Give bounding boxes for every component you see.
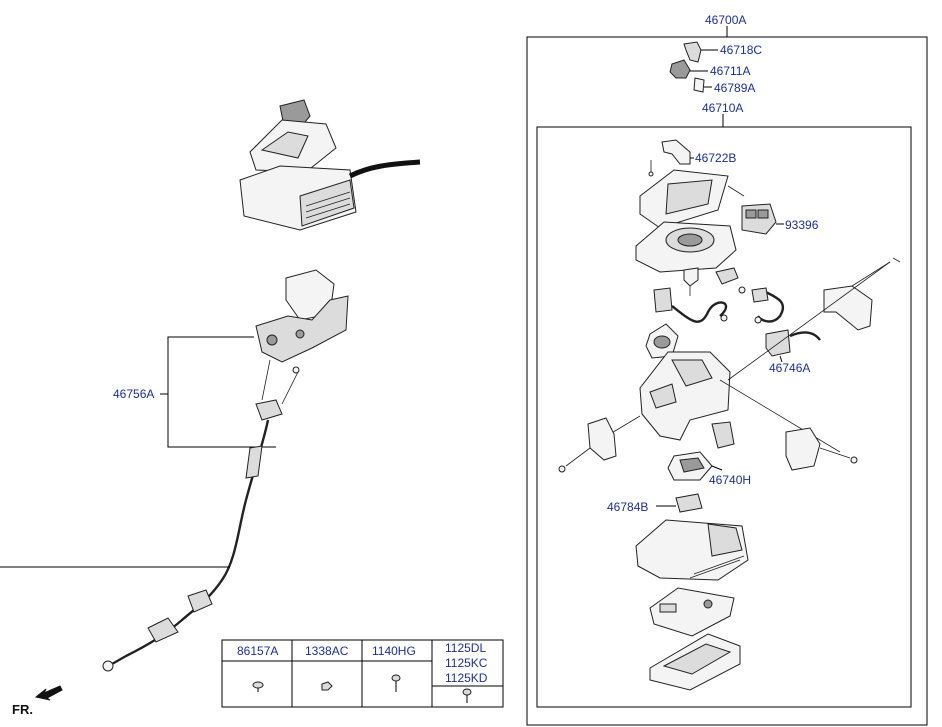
indicator-panel-part [639, 169, 745, 229]
connector-part [656, 493, 703, 513]
label-46756A: 46756A [113, 387, 154, 401]
label-46740H: 46740H [709, 473, 751, 487]
label-93396: 93396 [785, 218, 819, 232]
pcb-board-part [649, 587, 735, 637]
label-46711A: 46711A [710, 64, 750, 78]
switch-unit-part [741, 203, 784, 235]
harness-bracket-part [765, 329, 821, 363]
label-46700A: 46700A [705, 13, 746, 27]
table-header-3: 1140HG [372, 644, 416, 658]
knob-cover-part [683, 41, 718, 63]
assembly-frame-inner [536, 126, 912, 708]
fastener-1140HG-icon [391, 674, 401, 692]
wiring-harness-part [653, 287, 785, 324]
left-cover-part [558, 417, 617, 473]
label-46710A: 46710A [702, 101, 743, 115]
label-46746A: 46746A [769, 361, 810, 375]
shifter-assembly-part [239, 99, 357, 231]
label-46722B: 46722B [695, 151, 736, 165]
shift-cable-part [102, 359, 300, 672]
connector-clip-parts [715, 267, 746, 294]
front-direction-arrow-icon [34, 685, 63, 701]
lock-unit-part [667, 421, 735, 481]
table-header-4a: 1125DL [445, 641, 486, 655]
control-module-part [635, 519, 749, 581]
label-46789A: 46789A [714, 81, 755, 95]
bottom-cover-part [649, 633, 741, 691]
boot-bracket-part [661, 139, 694, 165]
knob-spring-part [693, 77, 712, 93]
fastener-86157A-icon [252, 681, 264, 692]
fastener-1125-icon [462, 688, 472, 703]
label-46718C: 46718C [720, 43, 762, 57]
table-header-1: 86157A [237, 644, 278, 658]
right-cover-part [823, 257, 901, 331]
knob-button-part [669, 59, 708, 79]
cable-bracket-part [255, 269, 349, 363]
right-bracket-part [785, 427, 858, 471]
shift-cable-upper [348, 159, 421, 179]
upper-housing-part [635, 221, 737, 296]
table-header-4c: 1125KD [445, 671, 488, 685]
fastener-table: 86157A 1338AC 1140HG 1125DL 1125KC 1125K… [221, 639, 504, 708]
table-header-2: 1338AC [305, 644, 349, 658]
label-46784B: 46784B [607, 500, 648, 514]
bracket-46756A [167, 336, 276, 448]
table-header-4b: 1125KC [445, 656, 488, 670]
fastener-1338AC-icon [321, 681, 333, 691]
front-direction-label: FR. [12, 702, 33, 717]
base-housing-part [599, 261, 891, 453]
